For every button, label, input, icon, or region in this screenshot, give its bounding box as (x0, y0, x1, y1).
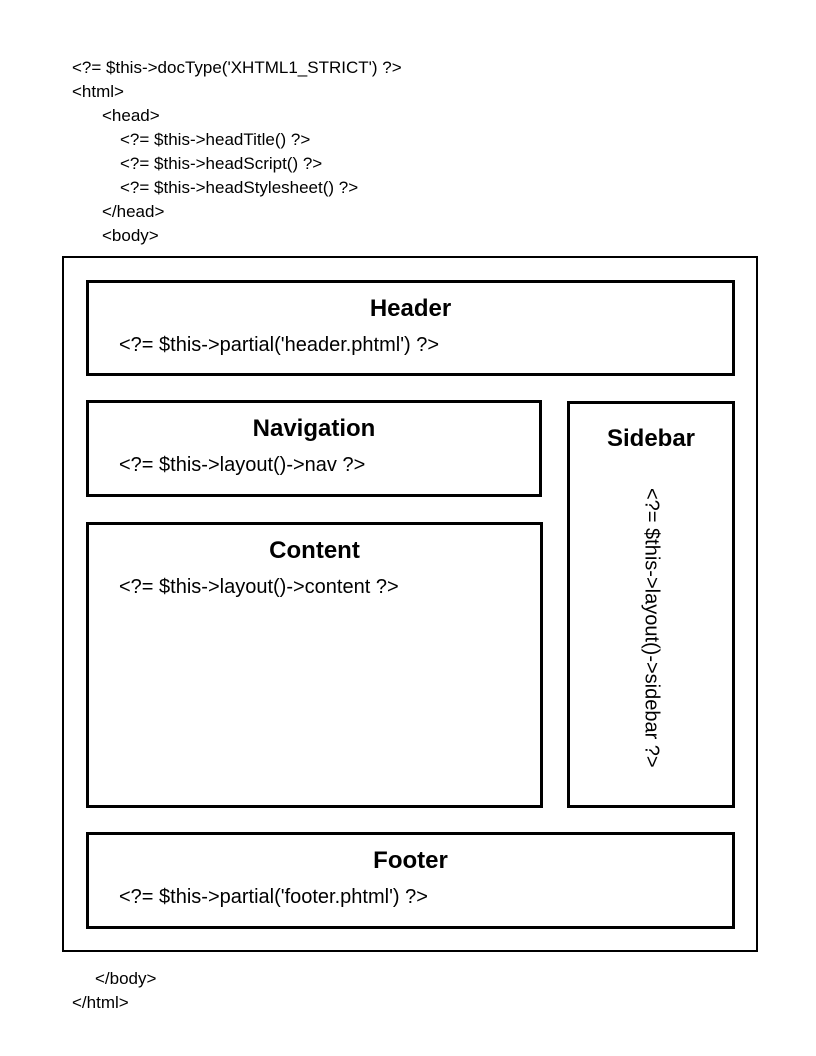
header-box-code: <?= $this->partial('header.phtml') ?> (119, 334, 440, 356)
navigation-box: Navigation <?= $this->layout()->nav ?> (86, 400, 542, 497)
content-box-title: Content (269, 537, 360, 564)
footer-box-title: Footer (373, 847, 448, 874)
footer-box: Footer <?= $this->partial('footer.phtml'… (86, 832, 735, 929)
header-box-title: Header (369, 295, 452, 322)
bottom-code-block: </body> </html> (72, 967, 156, 1015)
code-line-head-close: </head> (102, 202, 165, 221)
sidebar-box-title: Sidebar (606, 425, 696, 452)
header-box: Header <?= $this->partial('header.phtml'… (86, 280, 735, 376)
code-line-body-open: <body> (102, 226, 159, 245)
content-box: Content <?= $this->layout()->content ?> (86, 522, 543, 808)
code-line-doctype: <?= $this->docType('XHTML1_STRICT') ?> (72, 58, 402, 77)
body-wireframe-box: Header <?= $this->partial('header.phtml'… (62, 256, 758, 952)
sidebar-box-code: <?= $this->layout()->sidebar ?> (640, 488, 663, 768)
navigation-box-title: Navigation (252, 415, 376, 442)
footer-box-code: <?= $this->partial('footer.phtml') ?> (119, 886, 428, 908)
content-box-code: <?= $this->layout()->content ?> (119, 576, 399, 598)
sidebar-box: Sidebar <?= $this->layout()->sidebar ?> (567, 401, 735, 808)
navigation-box-code: <?= $this->layout()->nav ?> (119, 454, 366, 476)
code-line-head-script: <?= $this->headScript() ?> (120, 154, 323, 173)
code-line-head-title: <?= $this->headTitle() ?> (120, 130, 311, 149)
code-line-head-stylesheet: <?= $this->headStylesheet() ?> (120, 178, 359, 197)
code-line-html-close: </html> (72, 993, 129, 1012)
sidebar-vertical-code-wrap: <?= $this->layout()->sidebar ?> (570, 451, 732, 805)
top-code-block: <?= $this->docType('XHTML1_STRICT') ?> <… (72, 56, 402, 248)
code-line-body-close: </body> (95, 969, 157, 988)
code-line-html-open: <html> (72, 82, 124, 101)
code-line-head-open: <head> (102, 106, 160, 125)
